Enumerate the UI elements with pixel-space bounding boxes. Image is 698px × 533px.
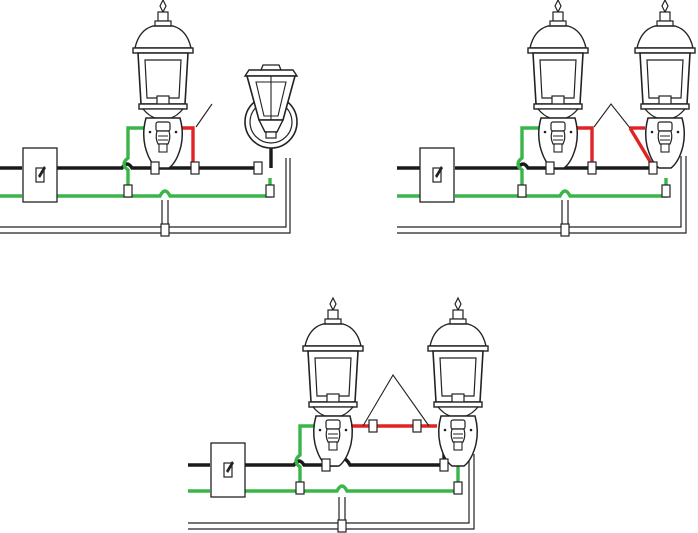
wire-nut-icon bbox=[661, 184, 671, 198]
wire-nut-icon bbox=[453, 481, 463, 495]
panel-1 bbox=[0, 0, 298, 237]
panel-2 bbox=[397, 0, 696, 237]
wire-nut-icon bbox=[560, 223, 570, 237]
lantern-fixture-icon bbox=[427, 297, 489, 467]
wire-nut-icon bbox=[412, 419, 422, 433]
callout-line bbox=[195, 103, 213, 128]
wire-nut-icon bbox=[253, 161, 263, 175]
wall-switch-icon bbox=[210, 442, 246, 498]
panel-3 bbox=[188, 297, 489, 533]
lantern-fixture-icon bbox=[527, 0, 589, 169]
wire-nut-icon bbox=[648, 161, 658, 175]
wire-nut-icon bbox=[337, 519, 347, 533]
wire-nut-icon bbox=[265, 184, 275, 198]
wire-nut-icon bbox=[439, 458, 449, 472]
wires bbox=[0, 126, 273, 198]
wire-nut-icon bbox=[517, 184, 527, 198]
lantern-fixture-icon bbox=[302, 297, 364, 467]
wire-nut-icon bbox=[150, 161, 160, 175]
wall-switch-icon bbox=[22, 147, 58, 203]
wire-nut-icon bbox=[295, 481, 305, 495]
wire-nut-icon bbox=[190, 161, 200, 175]
wall-sconce-icon bbox=[244, 64, 298, 149]
wires bbox=[188, 424, 460, 493]
wire-nut-icon bbox=[587, 161, 597, 175]
wire-nut-icon bbox=[545, 161, 555, 175]
conduit bbox=[0, 158, 291, 237]
callout-line bbox=[593, 103, 631, 129]
wall-switch-icon bbox=[419, 147, 455, 203]
wire-nut-icon bbox=[160, 223, 170, 237]
conduit bbox=[188, 454, 475, 533]
wire-nut-icon bbox=[321, 458, 331, 472]
lantern-fixture-icon bbox=[634, 0, 696, 169]
wire-nut-icon bbox=[368, 419, 378, 433]
conduit bbox=[397, 156, 687, 237]
wire-nut-icon bbox=[123, 184, 133, 198]
wires bbox=[397, 126, 668, 198]
callout-line bbox=[362, 373, 430, 427]
lantern-fixture-icon bbox=[132, 0, 194, 169]
